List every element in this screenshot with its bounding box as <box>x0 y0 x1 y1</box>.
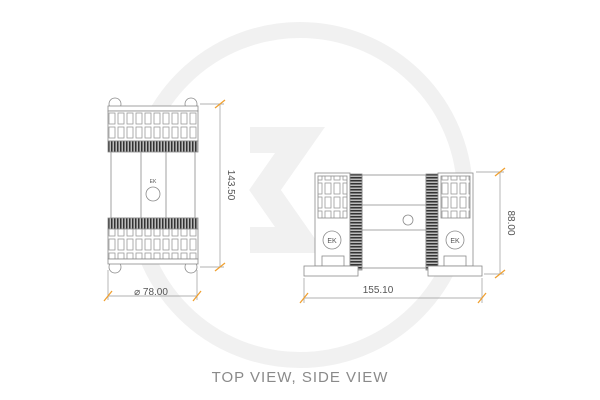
left-knurl-ring <box>349 173 363 271</box>
side-height-dimension-label: 88.00 <box>505 210 516 235</box>
top-knurl-ring <box>107 140 199 153</box>
right-knurl-ring <box>425 173 439 271</box>
port-icon <box>402 214 414 226</box>
mount-base-left <box>303 255 359 277</box>
top-view: EK <box>107 97 199 274</box>
ek-logo-left <box>322 230 342 250</box>
diameter-dimension-label: ⌀ 78.00 <box>134 287 168 298</box>
top-view-dimensions: 143.50 ⌀ 78.00 <box>103 99 236 302</box>
top-fin-section <box>107 110 199 142</box>
svg-text:EK: EK <box>150 179 157 185</box>
side-view-dimensions: 88.00 155.10 <box>299 167 516 304</box>
fill-port-icon <box>145 186 161 202</box>
side-view: EK EK <box>303 172 483 277</box>
length-dimension-label: 155.10 <box>363 285 394 296</box>
mount-base-right <box>427 255 483 277</box>
drawing-caption: TOP VIEW, SIDE VIEW <box>211 369 389 386</box>
tube-body <box>361 174 427 269</box>
height-dimension-label: 143.50 <box>225 170 236 201</box>
tube-body <box>110 151 196 219</box>
ek-logo-right <box>445 230 465 250</box>
bottom-fin-section <box>107 228 199 260</box>
bottom-knurl-ring <box>107 217 199 230</box>
ek-logo-text: EK <box>450 238 460 245</box>
ek-logo-text: EK <box>327 238 337 245</box>
